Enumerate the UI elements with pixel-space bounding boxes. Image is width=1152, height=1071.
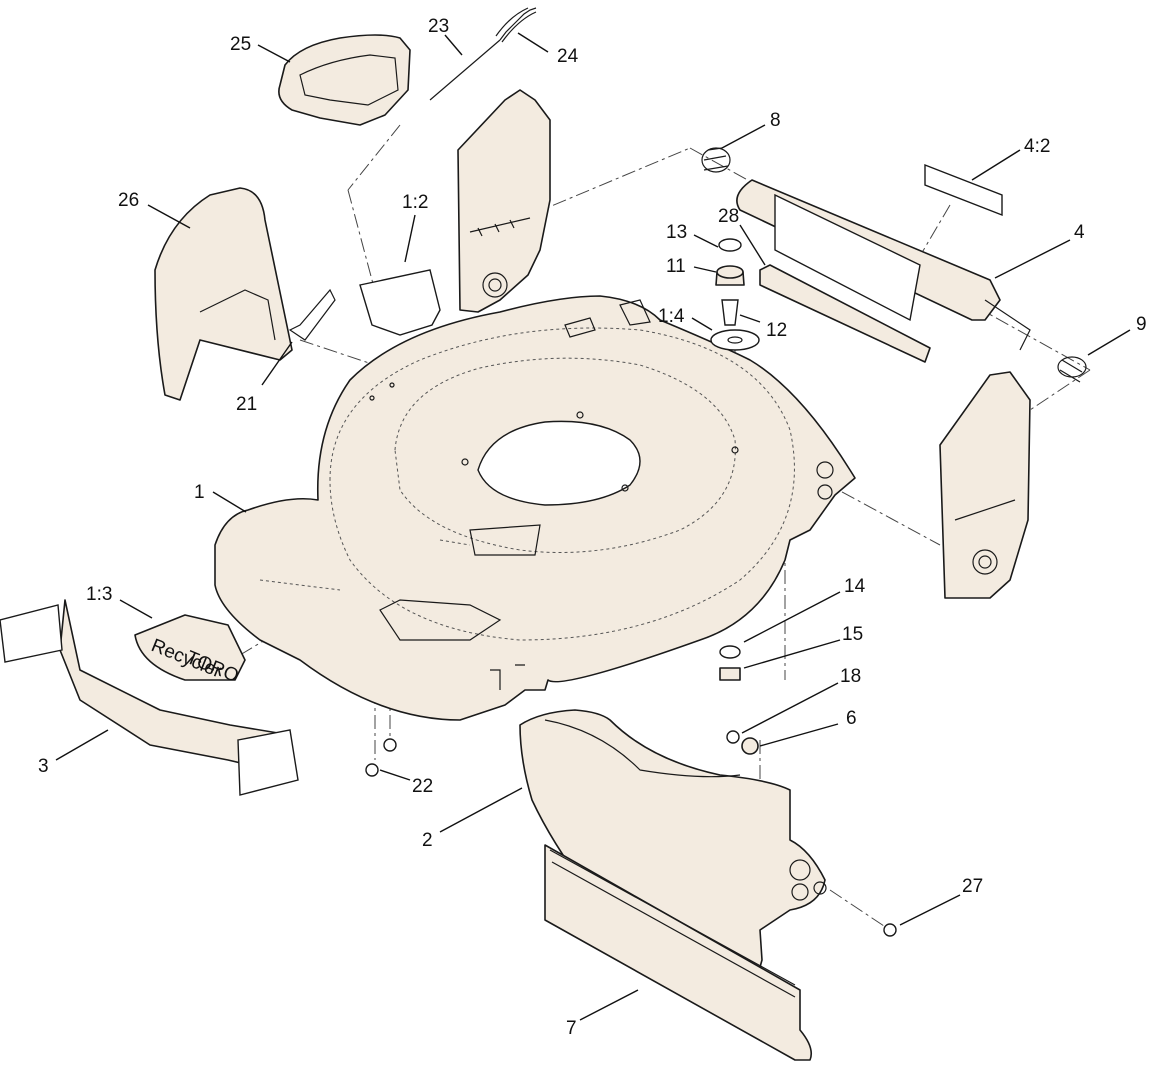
callout-22: 22 — [412, 776, 433, 797]
callout-24: 24 — [557, 46, 579, 67]
callout-1-4: 1:4 — [658, 306, 685, 327]
callout-4: 4 — [1074, 222, 1085, 243]
callout-23: 23 — [428, 16, 449, 37]
handle-grip — [278, 34, 411, 126]
callout-12: 12 — [766, 320, 787, 341]
height-adjuster-stack — [710, 238, 760, 351]
front-bumper — [0, 599, 299, 796]
rear-axle — [701, 147, 1031, 351]
callout-15: 15 — [842, 624, 863, 645]
callout-14: 14 — [844, 576, 866, 597]
callout-26: 26 — [118, 190, 139, 211]
callout-28: 28 — [718, 206, 739, 227]
callout-1-2: 1:2 — [402, 192, 428, 213]
callout-1-3: 1:3 — [86, 584, 112, 605]
callout-25: 25 — [230, 34, 251, 55]
rear-flap — [154, 187, 293, 401]
callout-8: 8 — [770, 110, 781, 131]
right-height-bracket — [939, 356, 1087, 599]
callout-11: 11 — [666, 256, 686, 277]
callout-4-2: 4:2 — [1024, 136, 1050, 157]
callout-3: 3 — [38, 756, 49, 777]
discharge-chute — [519, 709, 827, 986]
hardware — [365, 645, 897, 937]
callout-18: 18 — [840, 666, 861, 687]
label-4-2 — [924, 163, 1003, 217]
decal-1-2 — [359, 269, 441, 336]
callout-9: 9 — [1136, 314, 1147, 335]
callout-7: 7 — [566, 1018, 577, 1039]
left-height-bracket — [457, 89, 551, 313]
bracket-clip — [288, 288, 395, 401]
callout-13: 13 — [666, 222, 687, 243]
callout-1: 1 — [194, 482, 205, 503]
callout-27: 27 — [962, 876, 983, 897]
deck-housing — [214, 295, 856, 721]
callout-2: 2 — [422, 830, 433, 851]
leader-lines — [55, 32, 1131, 1021]
callout-6: 6 — [846, 708, 857, 729]
callout-21: 21 — [236, 394, 257, 415]
decal-1-3: TORO Recycler — [134, 614, 246, 687]
side-cover-plate — [544, 844, 813, 1061]
foam-strip — [759, 264, 931, 363]
callout-labels: 25 23 24 8 4:2 26 1:2 28 13 4 11 1:4 12 … — [38, 16, 1147, 1039]
rod-spring — [429, 7, 537, 101]
